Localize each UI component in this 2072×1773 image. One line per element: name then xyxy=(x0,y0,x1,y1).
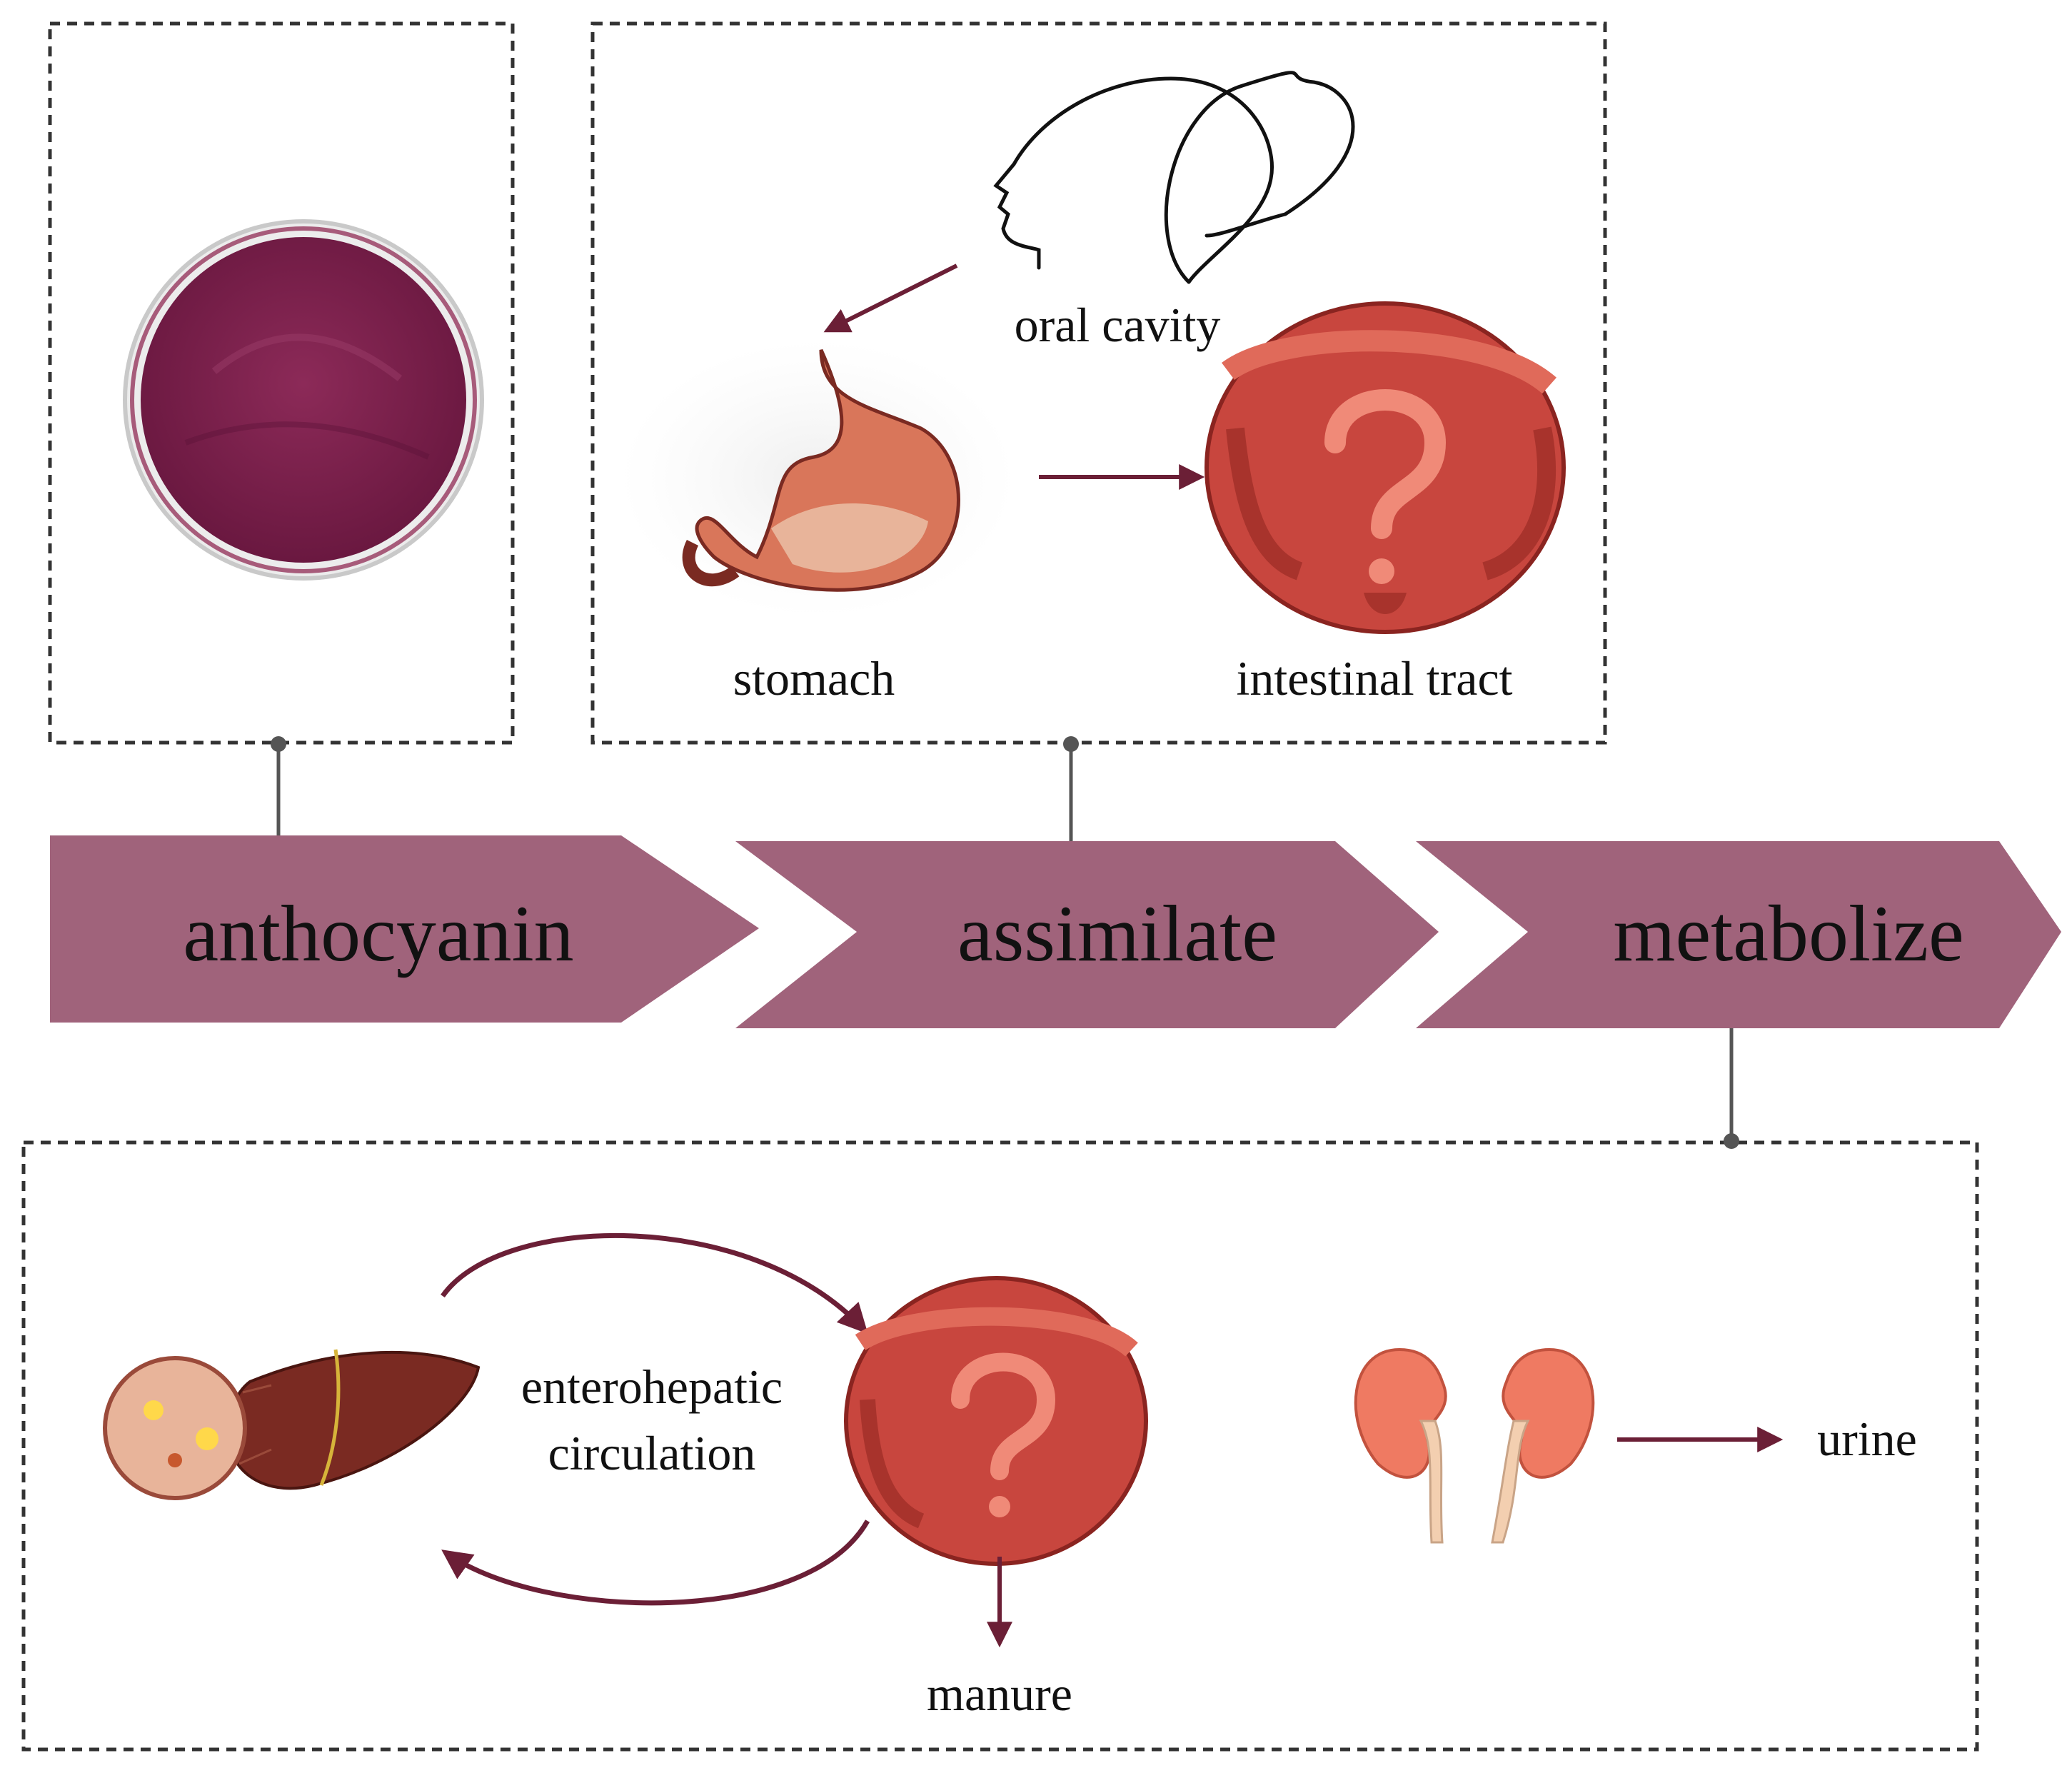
stage-label-metabolize: metabolize xyxy=(1613,890,1963,978)
enterohepatic-label-line2: circulation xyxy=(548,1426,756,1480)
arrow-liver-to-intestine xyxy=(441,1233,868,1335)
liver-icon xyxy=(103,1349,481,1500)
connector-anthocyanin xyxy=(271,736,286,835)
stage-label-anthocyanin: anthocyanin xyxy=(183,890,573,978)
intestine-question-icon-2 xyxy=(844,1276,1148,1566)
urine-label: urine xyxy=(1817,1412,1917,1466)
intestine-question-icon xyxy=(1205,301,1566,634)
manure-label: manure xyxy=(927,1667,1072,1721)
enterohepatic-label-line1: enterohepatic xyxy=(521,1360,783,1414)
stomach-label: stomach xyxy=(733,651,895,705)
stage-label-assimilate: assimilate xyxy=(957,890,1277,978)
metabolize-panel xyxy=(21,1140,1979,1752)
powder-dish-icon xyxy=(123,219,484,581)
stage-arrow-anthocyanin xyxy=(50,835,759,1023)
stage-arrow-assimilate xyxy=(735,841,1439,1028)
arrow-oral-to-stomach xyxy=(823,263,958,333)
head-profile-icon xyxy=(993,71,1355,284)
connector-metabolize xyxy=(1724,1028,1739,1149)
arrow-intestine-to-liver xyxy=(441,1520,870,1606)
connector-assimilate xyxy=(1063,736,1079,841)
intestinal-tract-label: intestinal tract xyxy=(1236,651,1512,705)
kidneys-icon xyxy=(1354,1347,1595,1544)
stomach-icon xyxy=(619,339,1016,618)
stage-arrow-metabolize xyxy=(1416,841,2061,1028)
oral-cavity-label: oral cavity xyxy=(1015,298,1221,352)
assimilate-panel xyxy=(590,21,1607,745)
